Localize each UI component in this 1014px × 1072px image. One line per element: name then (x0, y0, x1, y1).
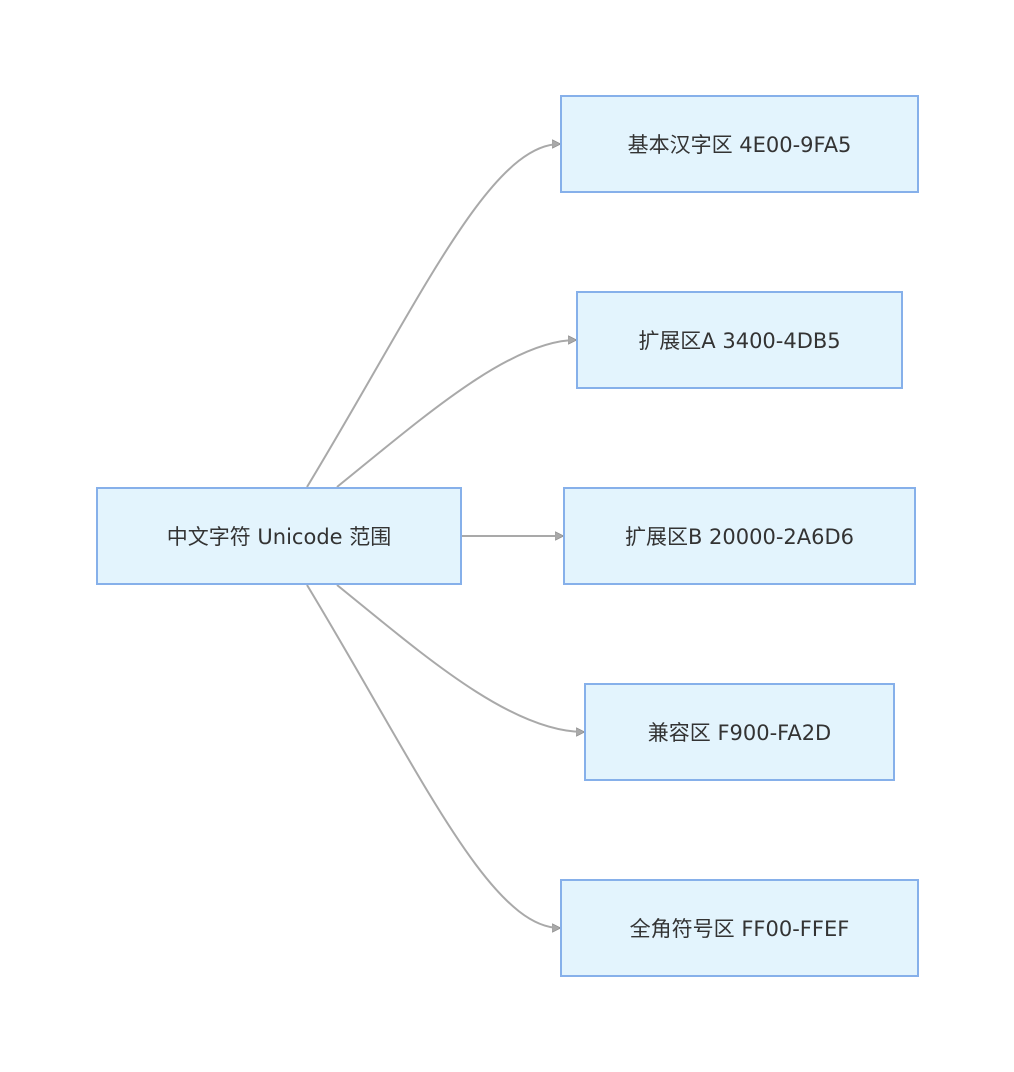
node-extension-b-range-label: 扩展区B 20000-2A6D6 (624, 525, 855, 549)
node-fullwidth-range: 全角符号区 FF00-FFEF (560, 879, 919, 977)
edge-root-to-full (306, 584, 560, 928)
node-compatibility-range: 兼容区 F900-FA2D (584, 683, 895, 781)
node-extension-a-range: 扩展区A 3400-4DB5 (576, 291, 903, 389)
node-extension-a-range-label: 扩展区A 3400-4DB5 (638, 329, 841, 353)
node-fullwidth-range-label: 全角符号区 FF00-FFEF (629, 917, 850, 941)
edge-root-to-basic (306, 144, 560, 488)
root-node: 中文字符 Unicode 范围 (96, 487, 462, 585)
edge-root-to-extA (336, 340, 576, 488)
root-node-label: 中文字符 Unicode 范围 (166, 525, 392, 549)
edge-root-to-compat (336, 584, 584, 732)
node-extension-b-range: 扩展区B 20000-2A6D6 (563, 487, 916, 585)
node-compatibility-range-label: 兼容区 F900-FA2D (647, 721, 832, 745)
node-basic-cjk-range: 基本汉字区 4E00-9FA5 (560, 95, 919, 193)
node-basic-cjk-range-label: 基本汉字区 4E00-9FA5 (627, 133, 852, 157)
